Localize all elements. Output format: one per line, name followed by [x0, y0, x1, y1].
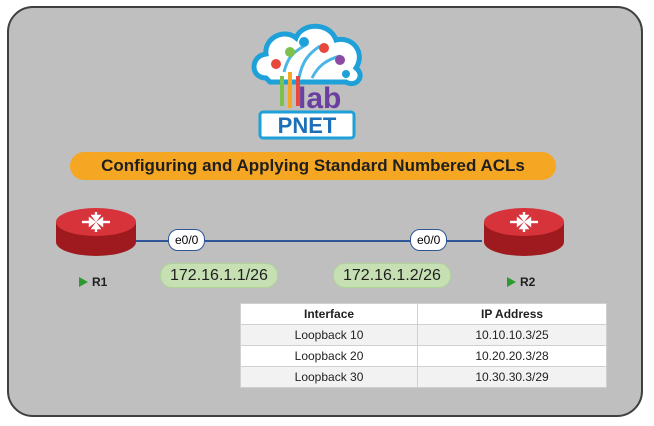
play-icon: [507, 277, 516, 287]
serial-link: [136, 240, 482, 242]
router-r1-icon: [56, 208, 136, 256]
interface-cell: Loopback 10: [239, 324, 419, 346]
loopback-table: Interface IP Address Loopback 10 10.10.1…: [239, 303, 607, 388]
interface-cell: Loopback 20: [239, 345, 419, 367]
ip-cell: 10.30.30.3/29: [417, 366, 607, 388]
r1-ip-label: 172.16.1.1/26: [160, 263, 278, 288]
table-row: Loopback 20 10.20.20.3/28: [239, 345, 607, 367]
ip-cell: 10.20.20.3/28: [417, 345, 607, 367]
ip-cell: 10.10.10.3/25: [417, 324, 607, 346]
col-ip-header: IP Address: [417, 303, 607, 325]
r2-name: R2: [520, 275, 536, 289]
r1-interface-label: e0/0: [168, 229, 206, 251]
table-row: Loopback 30 10.30.30.3/29: [239, 366, 607, 388]
r1-name-label: R1: [79, 275, 107, 289]
play-icon: [79, 277, 88, 287]
interface-cell: Loopback 30: [239, 366, 419, 388]
pnet-logo: lab PNET: [251, 23, 363, 140]
r2-ip-label: 172.16.1.2/26: [333, 263, 451, 288]
r2-name-label: R2: [507, 275, 535, 289]
table-header-row: Interface IP Address: [239, 303, 607, 325]
r1-name: R1: [92, 275, 108, 289]
logo-lab-text: lab: [298, 82, 341, 115]
logo-pnet-text: PNET: [278, 113, 337, 138]
diagram-title: Configuring and Applying Standard Number…: [70, 152, 556, 180]
col-interface-header: Interface: [239, 303, 419, 325]
r2-interface-label: e0/0: [410, 229, 448, 251]
table-row: Loopback 10 10.10.10.3/25: [239, 324, 607, 346]
router-r2-icon: [484, 208, 564, 256]
